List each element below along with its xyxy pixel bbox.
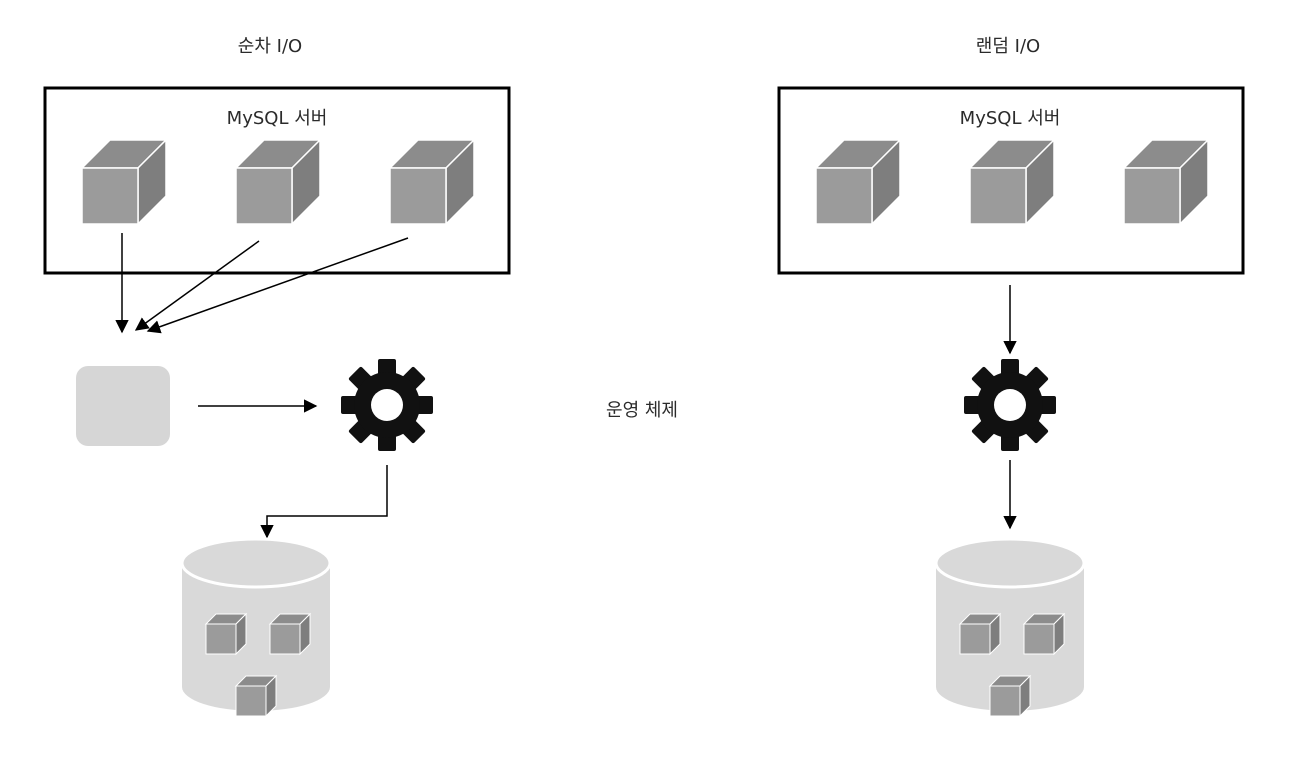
os-label: 운영 체제 — [606, 400, 678, 421]
cube-icon — [81, 139, 167, 225]
sequential-mysql-server-box — [43, 86, 511, 275]
cube-icon — [969, 139, 1055, 225]
cube-icon — [815, 139, 901, 225]
sequential-server-label: MySQL 서버 — [227, 108, 328, 129]
buffer-block-icon — [76, 366, 170, 446]
random-title: 랜덤 I/O — [976, 36, 1040, 57]
gear-icon — [964, 359, 1056, 451]
sequential-arrow-page3 — [146, 237, 409, 334]
cube-icon — [1023, 613, 1065, 655]
random-mysql-server-box — [777, 86, 1245, 275]
sequential-arrow-page2 — [134, 240, 260, 331]
cube-icon — [1123, 139, 1209, 225]
sequential-arrow-os-to-disk — [260, 465, 388, 539]
cube-icon — [989, 675, 1031, 717]
cube-icon — [235, 139, 321, 225]
cube-icon — [235, 675, 277, 717]
sequential-title: 순차 I/O — [238, 36, 302, 57]
cube-icon — [959, 613, 1001, 655]
gear-icon — [341, 359, 433, 451]
cube-icon — [389, 139, 475, 225]
cube-icon — [269, 613, 311, 655]
cube-icon — [205, 613, 247, 655]
random-server-label: MySQL 서버 — [960, 108, 1061, 129]
